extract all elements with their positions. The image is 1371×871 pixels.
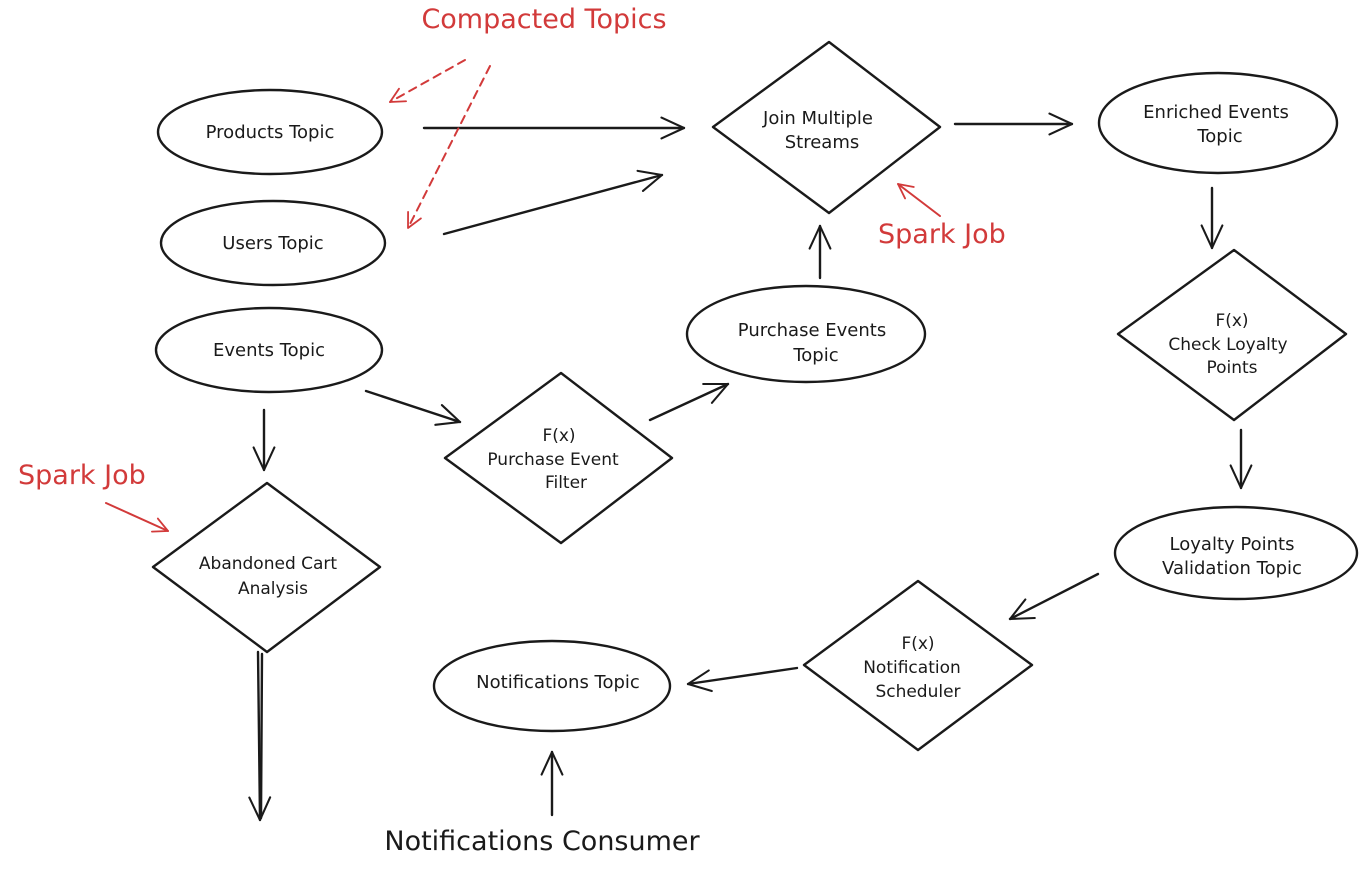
products-topic-label: Products Topic <box>206 122 335 143</box>
annotation-spark-job-join: Spark Job <box>878 183 1006 250</box>
compacted-topics-label: Compacted Topics <box>421 4 666 35</box>
compacted-arrow-products <box>389 59 466 103</box>
spark-job-cart-arrow <box>105 502 169 533</box>
abandoned-cart-label-line1: Abandoned Cart <box>199 554 338 574</box>
notification-scheduler-label-line1: F(x) <box>901 634 934 654</box>
enriched-events-label-line1: Enriched Events <box>1143 102 1289 123</box>
notification-scheduler-label-line2: Notification <box>863 658 961 678</box>
node-notifications-topic: Notifications Topic <box>432 639 672 733</box>
purchase-events-label-line2: Topic <box>792 345 838 366</box>
users-topic-label: Users Topic <box>222 233 323 254</box>
edge-abandoned-cart-out <box>248 650 272 822</box>
join-streams-label-line2: Streams <box>785 132 860 153</box>
annotation-spark-job-cart: Spark Job <box>18 460 169 533</box>
notifications-topic-label: Notifications Topic <box>476 672 640 693</box>
node-loyalty-validation: Loyalty Points Validation Topic <box>1113 505 1359 601</box>
node-enriched-events: Enriched Events Topic <box>1097 71 1339 175</box>
edges <box>248 112 1253 822</box>
notifications-consumer-label: Notifications Consumer <box>384 826 700 857</box>
node-products-topic: Products Topic <box>156 88 384 176</box>
compacted-arrow-users <box>407 65 491 229</box>
join-streams-label-line1: Join Multiple <box>762 108 873 129</box>
edge-purchase-filter-to-purchase-events <box>648 382 730 422</box>
edge-events-to-purchase-filter <box>364 389 462 426</box>
spark-job-join-label: Spark Job <box>878 219 1006 250</box>
annotation-compacted-topics: Compacted Topics <box>389 4 667 229</box>
edge-abandoned-cart-out-sketch <box>259 652 264 820</box>
purchase-events-label-line1: Purchase Events <box>738 320 886 341</box>
check-loyalty-label-line3: Points <box>1206 358 1257 378</box>
node-users-topic: Users Topic <box>159 199 387 287</box>
node-join-streams: Join Multiple Streams <box>711 40 942 215</box>
edge-scheduler-to-notifications <box>686 666 799 693</box>
loyalty-validation-label-line1: Loyalty Points <box>1170 534 1295 555</box>
node-purchase-filter: F(x) Purchase Event Filter <box>443 371 674 545</box>
abandoned-cart-label-line2: Analysis <box>238 579 308 599</box>
check-loyalty-label-line2: Check Loyalty <box>1168 335 1287 355</box>
purchase-filter-label-line3: Filter <box>545 473 587 493</box>
notification-scheduler-label-line3: Scheduler <box>875 682 960 702</box>
edge-validation-to-scheduler <box>1008 572 1100 621</box>
node-notification-scheduler: F(x) Notification Scheduler <box>802 579 1034 752</box>
node-purchase-events: Purchase Events Topic <box>685 284 927 384</box>
node-events-topic: Events Topic <box>154 306 384 394</box>
spark-job-join-arrow <box>897 183 941 217</box>
node-check-loyalty: F(x) Check Loyalty Points <box>1116 248 1348 422</box>
spark-job-cart-label: Spark Job <box>18 460 146 491</box>
node-abandoned-cart: Abandoned Cart Analysis <box>151 481 382 654</box>
loyalty-validation-label-line2: Validation Topic <box>1162 558 1302 579</box>
enriched-events-label-line2: Topic <box>1196 126 1242 147</box>
purchase-filter-label-line2: Purchase Event <box>487 450 619 470</box>
purchase-filter-label-line1: F(x) <box>542 426 575 446</box>
check-loyalty-label-line1: F(x) <box>1215 311 1248 331</box>
edge-users-to-join <box>442 169 664 236</box>
events-topic-label: Events Topic <box>213 340 325 361</box>
